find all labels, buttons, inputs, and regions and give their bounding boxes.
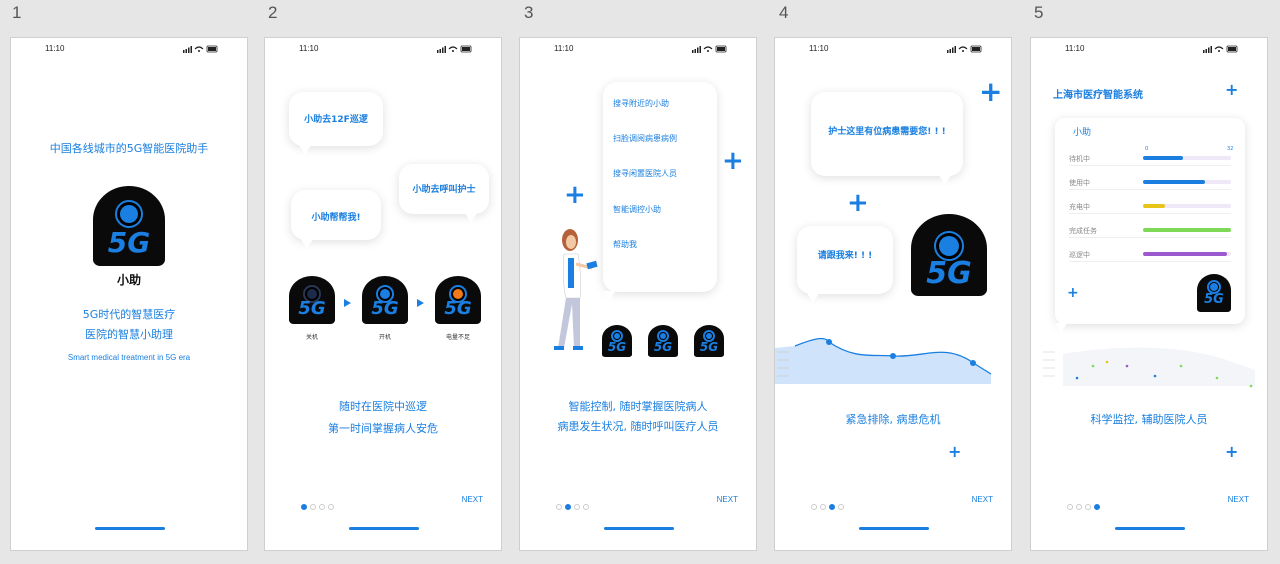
caption-line-1: 智能控制, 随时掌握医院病人 xyxy=(568,400,708,413)
phone-screen-1: 11:10 中国各线城市的5G智能医院助手 5G 小助 5G时代的智慧医疗 医院… xyxy=(10,37,248,551)
nurse-illustration xyxy=(554,229,598,350)
menu-item-help[interactable]: 帮助我 xyxy=(613,240,637,249)
screen-number-4: 4 xyxy=(779,3,789,22)
state-label: 关机 xyxy=(305,334,318,341)
status-row: 充电中 xyxy=(1069,202,1245,214)
status-bar-icons xyxy=(183,45,218,53)
home-indicator[interactable] xyxy=(95,527,165,530)
screen-number-3: 3 xyxy=(524,3,534,22)
robot-off-logo: 5G xyxy=(289,276,335,324)
tagline-2: 医院的智慧小助理 xyxy=(85,328,173,341)
page-indicator xyxy=(301,495,337,510)
scatter-chart xyxy=(1043,347,1255,388)
chat-bubble: 请跟我来! ! ! xyxy=(797,226,893,303)
screen-number-2: 2 xyxy=(268,3,278,22)
status-row: 巡逻中 xyxy=(1069,250,1245,262)
next-button[interactable]: NEXT xyxy=(461,495,483,504)
tagline-1: 5G时代的智慧医疗 xyxy=(82,308,176,321)
robot-logo: 5G xyxy=(1197,274,1231,312)
home-indicator[interactable] xyxy=(349,527,419,530)
plus-icon: + xyxy=(948,442,962,461)
plus-icon: + xyxy=(847,188,869,218)
robot-logo-large: 5G xyxy=(911,214,987,296)
menu-item-face-scan[interactable]: 扫脸调阅病患病例 xyxy=(613,134,677,143)
plus-icon: + xyxy=(722,146,744,176)
caption-line-1: 随时在医院中巡逻 xyxy=(339,400,427,413)
robot-logo: 5G xyxy=(648,325,678,357)
screen-number-5: 5 xyxy=(1034,3,1044,22)
page-indicator xyxy=(811,495,847,510)
plus-icon: + xyxy=(979,75,1003,108)
page-indicator xyxy=(1067,495,1103,510)
next-button[interactable]: NEXT xyxy=(716,495,738,504)
arrow-right-icon xyxy=(417,299,424,307)
menu-panel: 搜寻附近的小助 扫脸调阅病患病例 搜寻闲置医院人员 智能调控小助 帮助我 xyxy=(603,82,717,301)
menu-item-control[interactable]: 智能调控小助 xyxy=(613,205,661,214)
scale-min: 0 xyxy=(1145,146,1149,152)
status-card: 小助 0 32 待机中 使用中 充电中 完成任务 巡逻中 + 5G xyxy=(1055,118,1245,333)
phone-screen-3: 11:10 搜寻附近的小助 扫脸调阅病患病例 搜寻闲置医院人员 智能调控小助 帮… xyxy=(519,37,757,551)
area-chart xyxy=(775,337,992,384)
status-bar-icons xyxy=(947,45,982,53)
screen-number-1: 1 xyxy=(12,3,22,22)
home-indicator[interactable] xyxy=(859,527,929,530)
status-row: 使用中 xyxy=(1069,178,1245,190)
status-row: 待机中 xyxy=(1069,154,1245,166)
menu-item-search-nearby[interactable]: 搜寻附近的小助 xyxy=(613,99,669,108)
robot-logo: 5G xyxy=(694,325,724,357)
tagline-english: Smart medical treatment in 5G era xyxy=(67,353,191,362)
headline: 中国各线城市的5G智能医院助手 xyxy=(49,142,209,155)
status-time: 11:10 xyxy=(299,44,319,53)
status-time: 11:10 xyxy=(809,44,829,53)
status-time: 11:10 xyxy=(45,44,65,53)
state-label: 开机 xyxy=(378,334,391,341)
arrow-right-icon xyxy=(344,299,351,307)
caption-line-2: 第一时间掌握病人安危 xyxy=(328,422,438,435)
status-bar-icons xyxy=(437,45,472,53)
add-button[interactable]: + xyxy=(1067,285,1079,301)
plus-icon: + xyxy=(1225,442,1239,461)
chat-bubble: 护士这里有位病患需要您! ! ! xyxy=(811,92,963,185)
status-bar-icons xyxy=(692,45,727,53)
status-bar-icons xyxy=(1203,45,1238,53)
page-indicator xyxy=(556,495,592,510)
robot-low-battery-logo: 5G xyxy=(435,276,481,324)
add-button[interactable]: + xyxy=(1225,80,1239,99)
scale-max: 32 xyxy=(1227,146,1234,152)
home-indicator[interactable] xyxy=(1115,527,1185,530)
card-title: 小助 xyxy=(1073,128,1092,138)
robot-logo: 5G xyxy=(602,325,632,357)
app-name: 小助 xyxy=(116,273,141,287)
phone-screen-2: 11:10 小助去12F巡逻 小助去呼叫护士 小助帮帮我! 5G 5G 5G 关… xyxy=(264,37,502,551)
home-indicator[interactable] xyxy=(604,527,674,530)
status-time: 11:10 xyxy=(1065,44,1085,53)
chat-bubble: 小助去呼叫护士 xyxy=(399,164,489,223)
app-logo: 5G xyxy=(93,186,165,266)
caption-line-2: 病患发生状况, 随时呼叫医疗人员 xyxy=(557,420,719,433)
chat-bubble: 小助帮帮我! xyxy=(291,190,381,249)
caption: 紧急排除, 病患危机 xyxy=(845,413,941,426)
robot-on-logo: 5G xyxy=(362,276,408,324)
caption: 科学监控, 辅助医院人员 xyxy=(1090,413,1208,426)
next-button[interactable]: NEXT xyxy=(971,495,993,504)
status-row: 完成任务 xyxy=(1069,226,1245,238)
phone-screen-4: 11:10 + 护士这里有位病患需要您! ! ! + 请跟我来! ! ! 5G … xyxy=(774,37,1012,551)
phone-screen-5: 11:10 上海市医疗智能系统 + 小助 0 32 待机中 使用中 充电中 完成… xyxy=(1030,37,1268,551)
next-button[interactable]: NEXT xyxy=(1227,495,1249,504)
chat-bubble: 小助去12F巡逻 xyxy=(289,92,383,155)
menu-item-search-staff[interactable]: 搜寻闲置医院人员 xyxy=(613,169,677,178)
status-time: 11:10 xyxy=(554,44,574,53)
state-label: 电量不足 xyxy=(445,334,470,341)
plus-icon: + xyxy=(564,180,586,210)
page-title: 上海市医疗智能系统 xyxy=(1053,90,1143,101)
